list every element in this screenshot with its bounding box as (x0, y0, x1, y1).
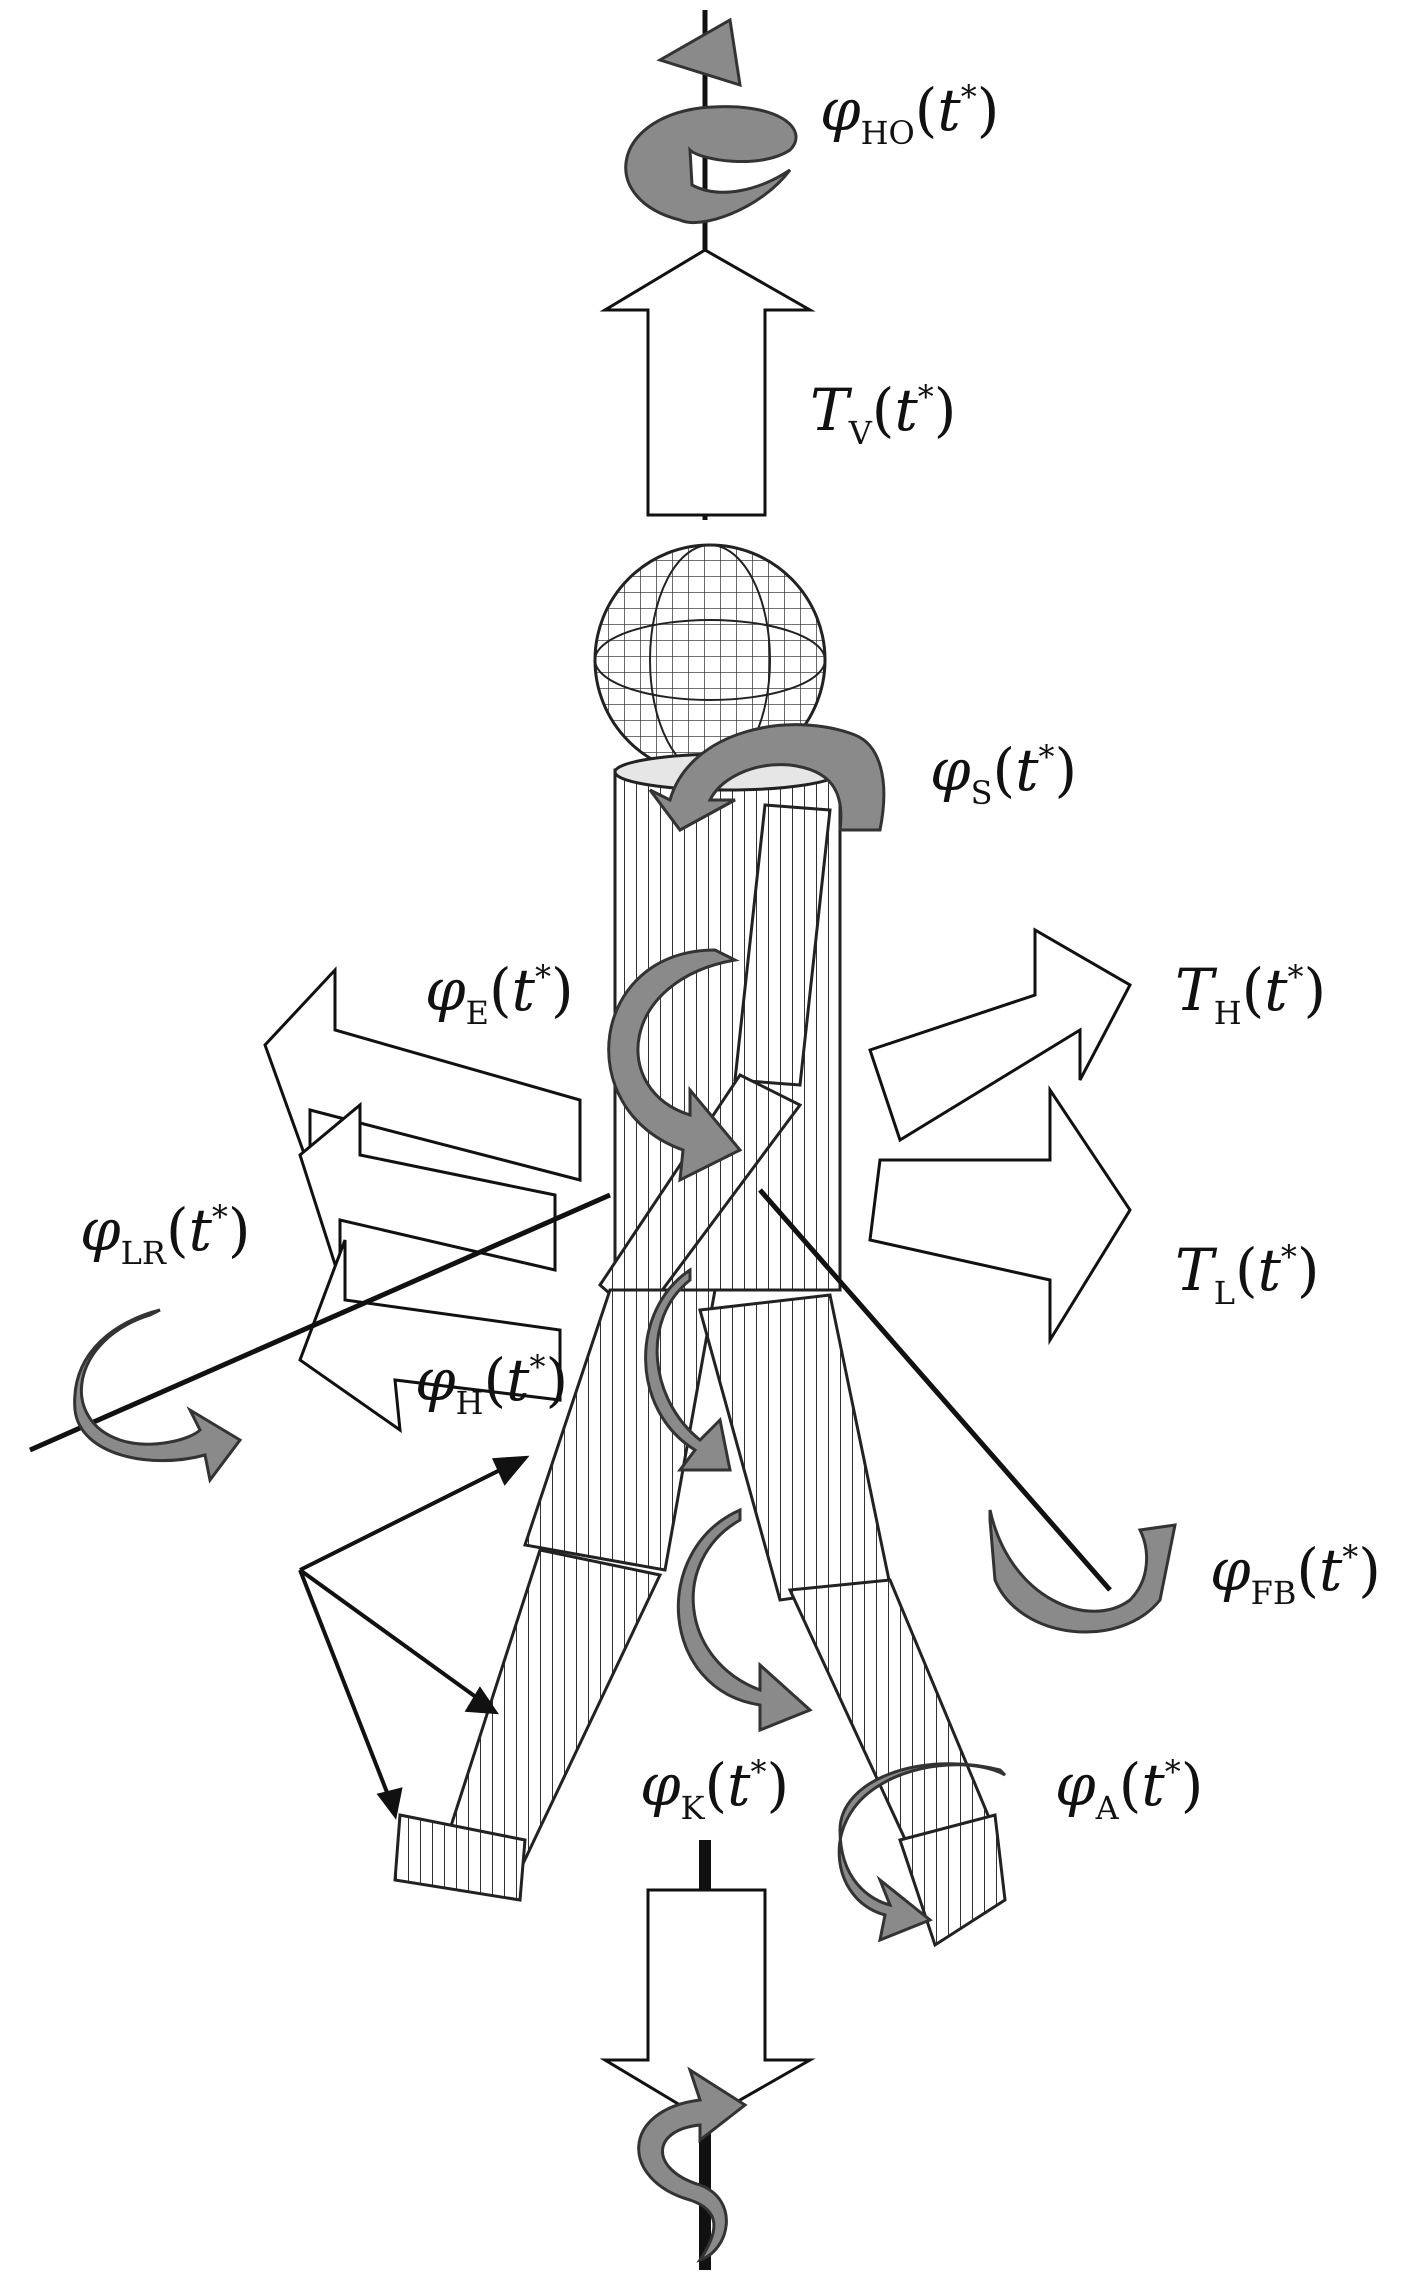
rotation-arrow-S (648, 723, 886, 832)
rotation-arrow-A (837, 1762, 1007, 1943)
label-T-H: TH(t*) (1175, 956, 1326, 1032)
head-sphere (593, 543, 827, 777)
label-phi-S: φS(t*) (930, 736, 1077, 812)
rotation-arrow-LR (73, 1308, 243, 1484)
label-T-L: TL(t*) (1175, 1236, 1320, 1312)
legs (393, 1288, 1007, 1948)
label-phi-HO: φHO(t*) (820, 76, 999, 152)
translation-arrow-E-left (263, 966, 582, 1182)
label-phi-FB: φFB(t*) (1210, 1536, 1381, 1612)
label-phi-E: φE(t*) (425, 956, 574, 1032)
translation-arrow-bottom (599, 1888, 816, 2122)
translation-arrow-V (599, 248, 816, 517)
axis-FB (758, 1188, 1112, 1592)
rotation-arrow-E (607, 948, 743, 1183)
label-phi-K: φK(t*) (640, 1751, 789, 1827)
rotation-arrow-bottom (637, 2066, 748, 2263)
label-phi-LR: φLR(t*) (80, 1196, 251, 1272)
translation-arrow-left-lower (298, 1101, 557, 1281)
rotation-arrow-H (644, 1267, 732, 1472)
rotation-arrow-HO (624, 17, 798, 225)
axis-LR (28, 1192, 612, 1453)
pointer-arrows (298, 1455, 530, 1820)
label-phi-H: φH(t*) (415, 1346, 568, 1422)
rotation-arrow-FB (988, 1509, 1177, 1634)
label-phi-A: φA(t*) (1055, 1751, 1203, 1827)
translation-arrow-L (868, 1085, 1132, 1346)
rotation-arrow-K (676, 1507, 813, 1733)
translation-arrow-H-lower (298, 1239, 562, 1434)
label-T-V: TV(t*) (810, 376, 956, 452)
translation-arrow-H (868, 927, 1132, 1143)
